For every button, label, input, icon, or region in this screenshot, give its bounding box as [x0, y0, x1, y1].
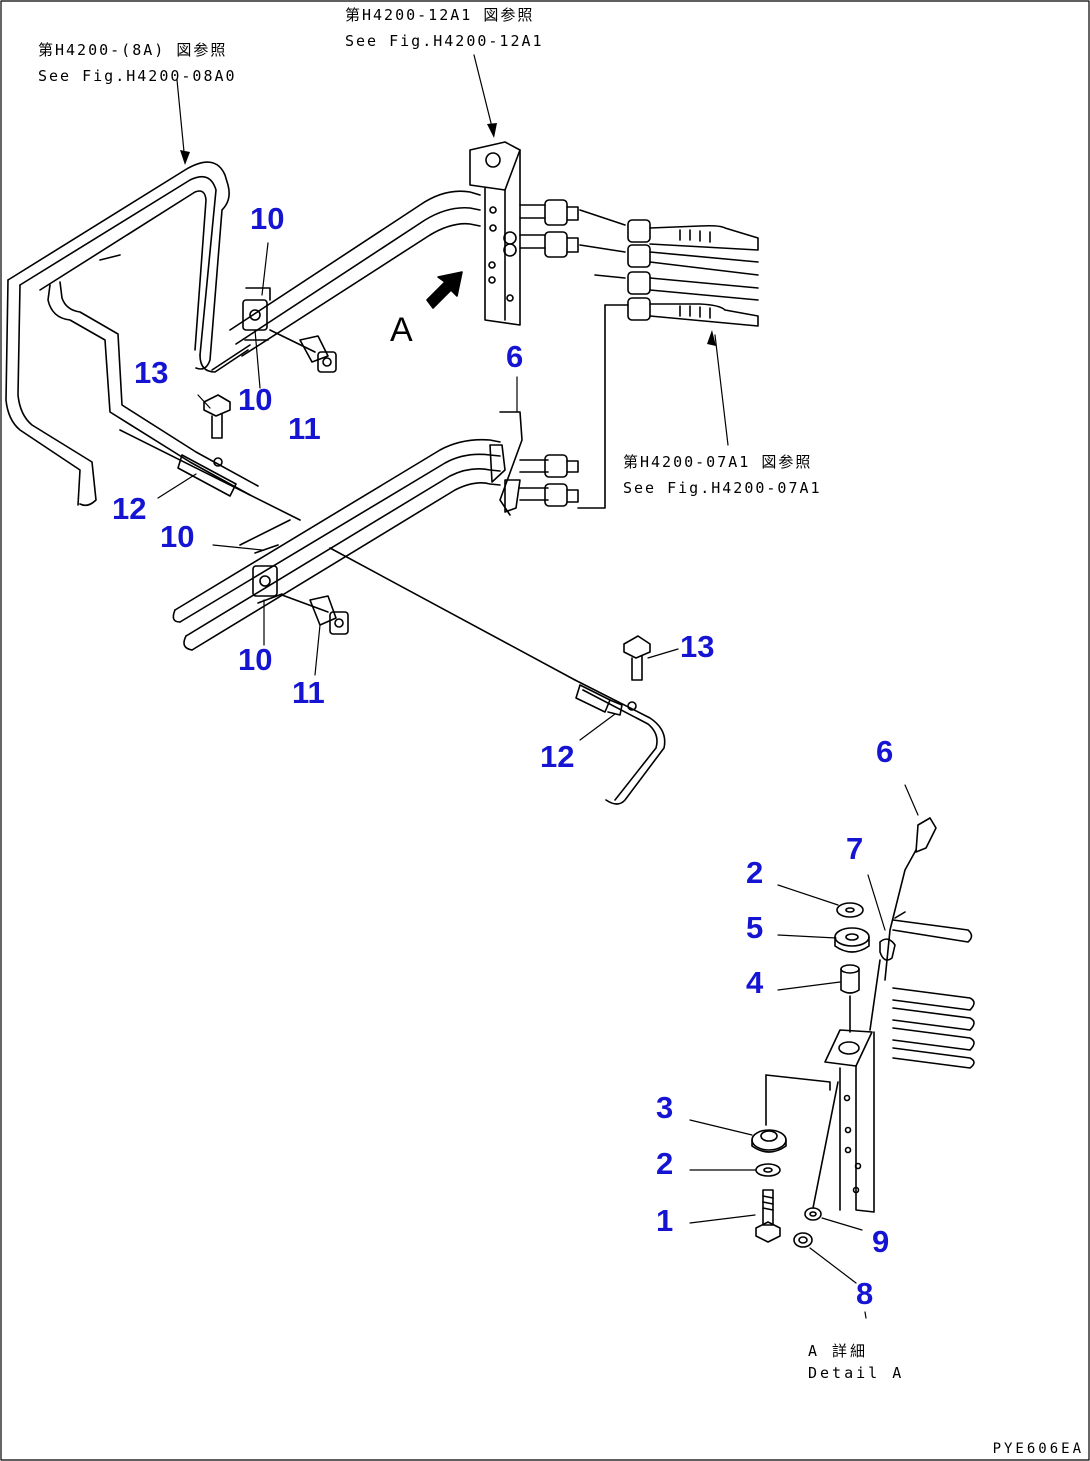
bolt-11-upper	[269, 329, 337, 373]
hose-ends-right	[577, 219, 759, 509]
callout-12: 12	[540, 739, 575, 774]
callout-1: 1	[656, 1203, 674, 1238]
callout-11: 11	[288, 411, 321, 446]
callout-10: 10	[238, 642, 273, 677]
cable-diagonal	[119, 429, 666, 805]
ref-top-left: 第H4200-(8A) 図参照 See Fig.H4200-08A0	[38, 40, 237, 86]
callout-3: 3	[656, 1090, 674, 1125]
ref-right-jp: 第H4200-07A1 図参照	[623, 453, 813, 471]
hose-bundle-left	[5, 161, 259, 507]
callout-13: 13	[134, 355, 169, 390]
valve-fittings-upper	[519, 199, 626, 279]
ref-right-en: See Fig.H4200-07A1	[623, 479, 822, 497]
clamp-lower	[252, 544, 283, 604]
view-marker-a: A	[390, 311, 413, 349]
callout-6: 6	[876, 734, 894, 769]
callout-10: 10	[250, 201, 285, 236]
ref-top-center-en: See Fig.H4200-12A1	[345, 32, 544, 50]
ref-top-center: 第H4200-12A1 図参照 See Fig.H4200-12A1	[345, 5, 544, 51]
valve-bracket	[469, 141, 521, 326]
callout-4: 4	[746, 965, 764, 1000]
bolt-11-lower	[281, 594, 349, 635]
detail-caption-en: Detail A	[808, 1364, 905, 1382]
ref-top-left-en: See Fig.H4200-08A0	[38, 67, 237, 85]
callout-11: 11	[292, 675, 325, 710]
hose-upper-run	[229, 190, 481, 357]
valve-fittings-lower	[489, 411, 579, 516]
ref-right: 第H4200-07A1 図参照 See Fig.H4200-07A1	[623, 452, 822, 498]
detail-a-caption: A 詳細 Detail A	[808, 1340, 904, 1384]
callout-6: 6	[506, 339, 524, 374]
ref-top-left-jp: 第H4200-(8A) 図参照	[38, 41, 228, 59]
detail-caption-jp: A 詳細	[808, 1342, 869, 1360]
detail-a-assembly	[751, 817, 975, 1248]
drawing-code: PYE606EA	[992, 1441, 1084, 1457]
callout-2: 2	[656, 1146, 674, 1181]
callout-2: 2	[746, 855, 764, 890]
bolt-13-lower	[623, 635, 651, 681]
callout-10: 10	[238, 382, 273, 417]
bolt-13-upper	[203, 394, 231, 439]
callout-7: 7	[846, 831, 864, 866]
callout-10: 10	[160, 519, 195, 554]
view-arrow	[426, 271, 463, 309]
ref-arrowheads	[180, 123, 716, 346]
callout-13: 13	[680, 629, 715, 664]
callout-9: 9	[872, 1224, 890, 1259]
leader-lines	[157, 54, 729, 741]
detail-leader-lines	[689, 784, 919, 1319]
ref-top-center-jp: 第H4200-12A1 図参照	[345, 6, 535, 24]
hose-lower-run	[172, 438, 501, 651]
callout-8: 8	[856, 1276, 874, 1311]
callout-12: 12	[112, 491, 147, 526]
callout-5: 5	[746, 910, 764, 945]
clamp-upper	[242, 287, 271, 341]
